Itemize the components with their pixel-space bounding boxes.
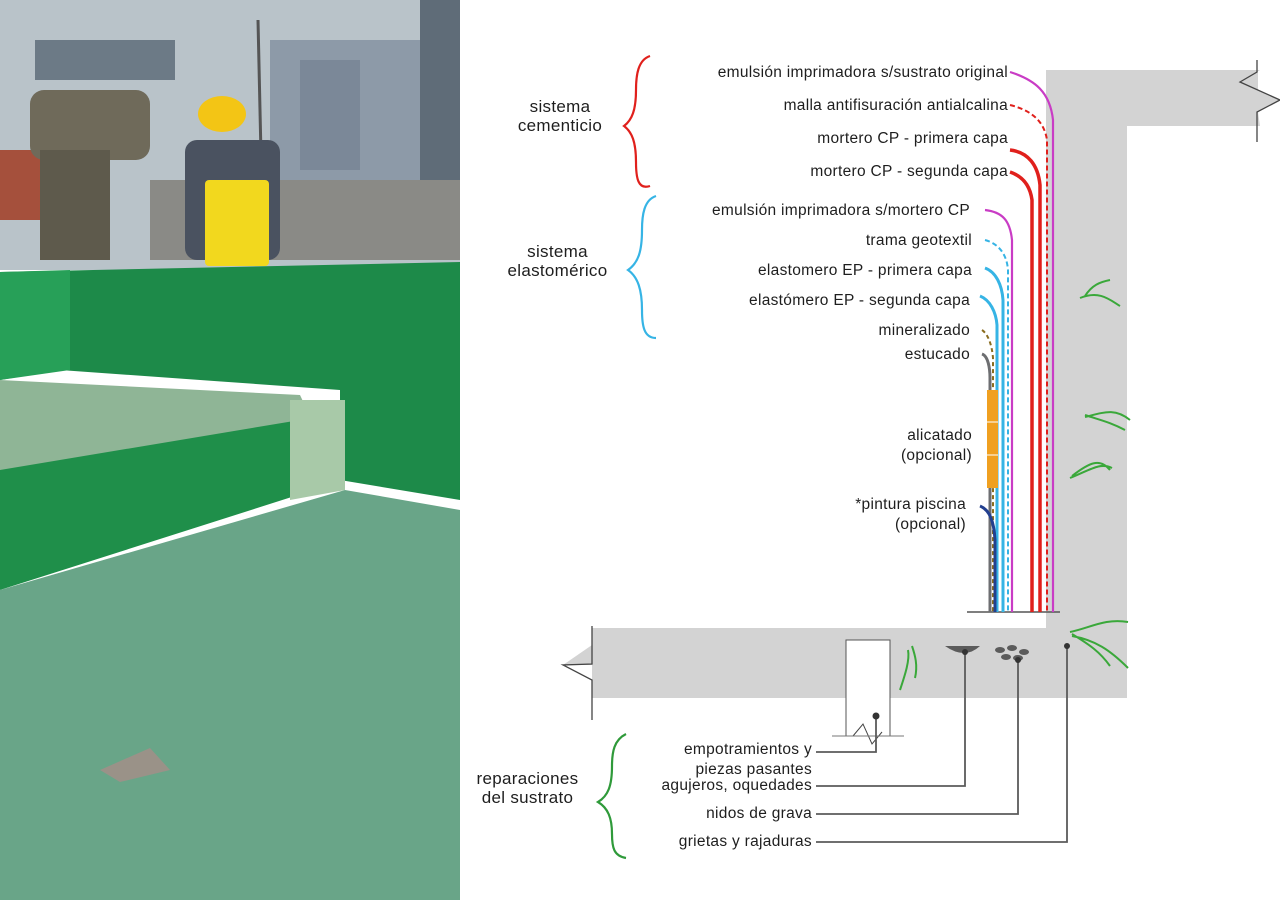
label-emulsion-original: emulsión imprimadora s/sustrato original xyxy=(717,64,1008,81)
photo-illustration xyxy=(0,0,460,900)
label-pintura-line2: (opcional) xyxy=(894,516,966,533)
diagram-drawing xyxy=(560,54,1280,860)
label-empotramientos: empotramientos y piezas pasantes xyxy=(684,740,812,780)
label-elastomero2: elastómero EP - segunda capa xyxy=(749,292,970,309)
concrete-structure xyxy=(563,70,1280,698)
label-grietas: grietas y rajaduras xyxy=(678,833,812,850)
label-pintura-line1: *pintura piscina xyxy=(855,496,966,513)
repair-leaders xyxy=(816,646,1068,843)
label-nidos: nidos de grava xyxy=(706,805,812,822)
group-reparaciones-line2: del sustrato xyxy=(481,788,574,807)
label-empotramientos-line1: empotramientos y xyxy=(684,741,812,758)
label-emulsion-mortero: emulsión imprimadora s/mortero CP xyxy=(712,202,970,219)
group-elastomerico-line2: elastomérico xyxy=(507,261,608,280)
hardhat-icon xyxy=(198,96,246,132)
label-agujeros: agujeros, oquedades xyxy=(661,777,812,794)
elastomerico-bracket xyxy=(626,194,657,340)
label-trama: trama geotextil xyxy=(865,232,972,249)
group-reparaciones: reparaciones del sustrato xyxy=(460,769,595,807)
group-reparaciones-line1: reparaciones xyxy=(476,769,579,788)
label-empotramientos-line2: piezas pasantes xyxy=(695,761,812,778)
gravel-marker xyxy=(995,645,1029,661)
bucket-icon xyxy=(205,180,269,266)
group-cementicio: sistema cementicio xyxy=(500,97,620,135)
hole-marker xyxy=(945,646,980,653)
group-elastomerico-line1: sistema xyxy=(527,242,588,261)
reparaciones-bracket xyxy=(595,733,627,860)
construction-photo xyxy=(0,0,460,900)
group-elastomerico: sistema elastomérico xyxy=(490,242,625,280)
label-pintura: *pintura piscina (opcional) xyxy=(855,495,966,535)
label-alicatado-line1: alicatado xyxy=(907,427,972,444)
label-alicatado-line2: (opcional) xyxy=(900,447,972,464)
cementicio-bracket xyxy=(622,54,651,188)
label-estucado: estucado xyxy=(904,346,970,363)
label-mortero1: mortero CP - primera capa xyxy=(817,130,1008,147)
label-elastomero1: elastomero EP - primera capa xyxy=(757,262,972,279)
label-malla: malla antifisuración antialcalina xyxy=(783,97,1008,114)
crack-lines xyxy=(899,279,1131,691)
group-cementicio-line1: sistema xyxy=(529,97,591,116)
label-mineralizado: mineralizado xyxy=(878,322,970,339)
group-cementicio-line2: cementicio xyxy=(517,116,603,135)
tile-bar xyxy=(987,390,998,488)
layer-diagram: sistema cementicio sistema elastomérico … xyxy=(460,0,1280,900)
label-alicatado: alicatado (opcional) xyxy=(901,426,972,466)
label-mortero2: mortero CP - segunda capa xyxy=(810,163,1008,180)
